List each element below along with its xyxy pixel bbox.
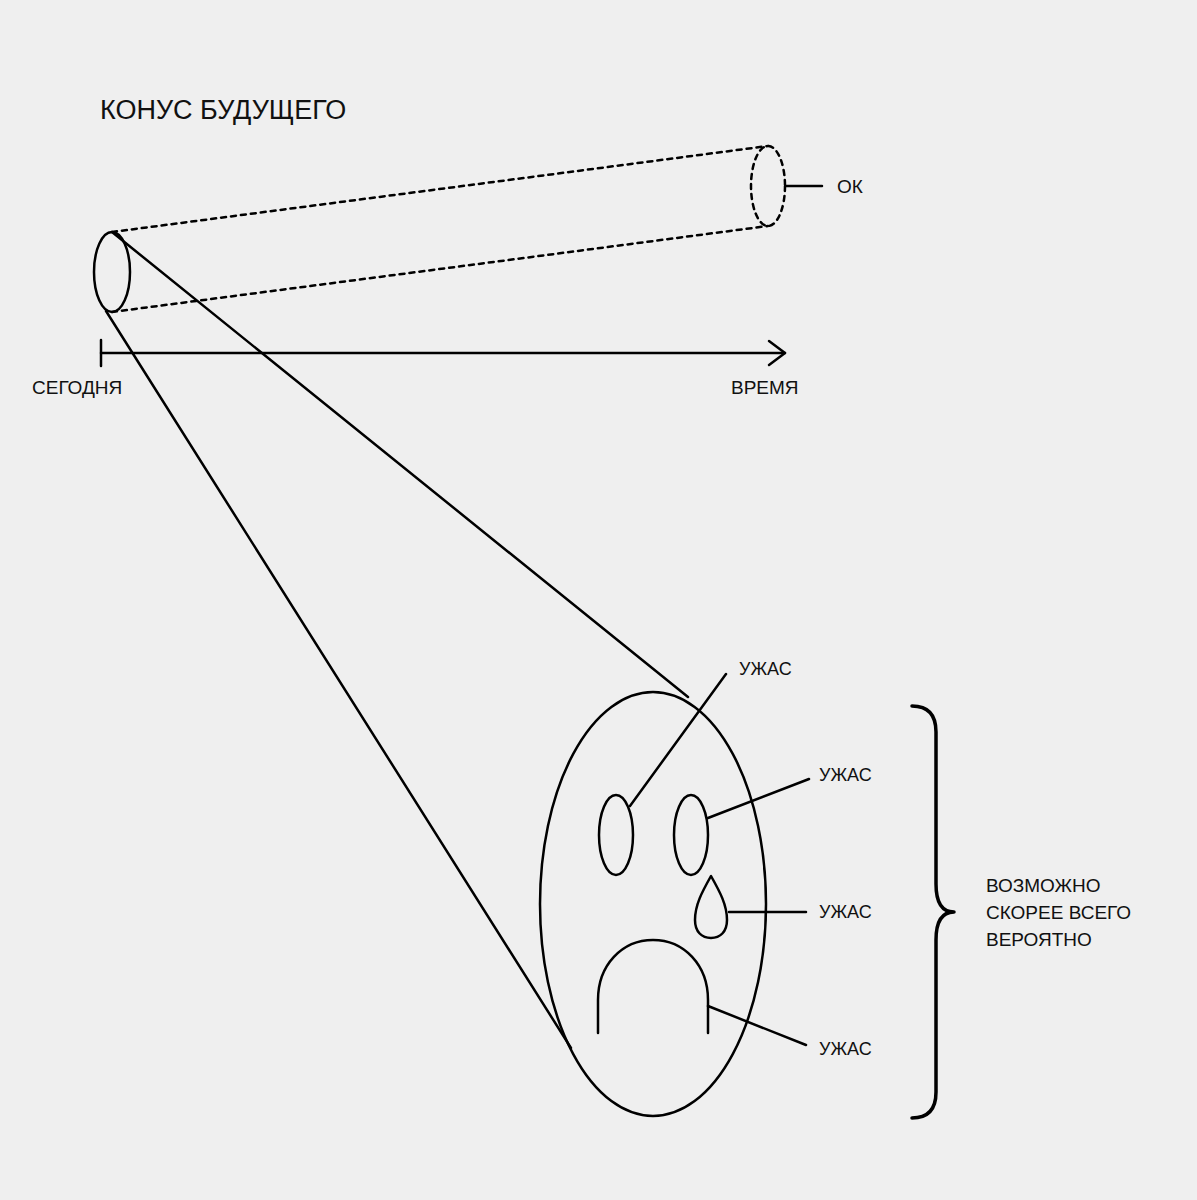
future-label: ОК — [837, 177, 863, 196]
diagram-title: КОНУС БУДУЩЕГО — [100, 97, 346, 124]
cylinder-edge — [112, 146, 768, 232]
mouth — [598, 940, 708, 1033]
callout-label: УЖАС — [739, 660, 792, 678]
eye — [599, 795, 633, 875]
leader-line — [708, 779, 809, 818]
brace-note: ВЕРОЯТНО — [986, 930, 1092, 949]
axis-tick — [100, 340, 103, 366]
brace-note: СКОРЕЕ ВСЕГО — [986, 903, 1131, 922]
curly-brace — [912, 706, 954, 1118]
axis-arrowhead — [769, 341, 785, 365]
leader-line — [786, 185, 822, 188]
cylinder-edge — [112, 226, 768, 312]
axis-label: ВРЕМЯ — [731, 378, 799, 397]
eye — [674, 795, 708, 875]
callout-label: УЖАС — [819, 766, 872, 784]
leader-line — [630, 674, 726, 806]
future-ellipse — [751, 146, 785, 226]
tear — [695, 876, 727, 938]
brace-note: ВОЗМОЖНО — [986, 876, 1101, 895]
cone-edge — [112, 232, 688, 697]
callout-label: УЖАС — [819, 903, 872, 921]
leader-line — [708, 1006, 806, 1045]
today-ellipse — [94, 232, 130, 312]
cone-edge — [106, 311, 571, 1048]
callout-label: УЖАС — [819, 1040, 872, 1058]
face-ellipse — [540, 692, 766, 1116]
axis-label: СЕГОДНЯ — [32, 378, 122, 397]
time-axis — [101, 352, 785, 355]
leader-line — [729, 911, 806, 914]
